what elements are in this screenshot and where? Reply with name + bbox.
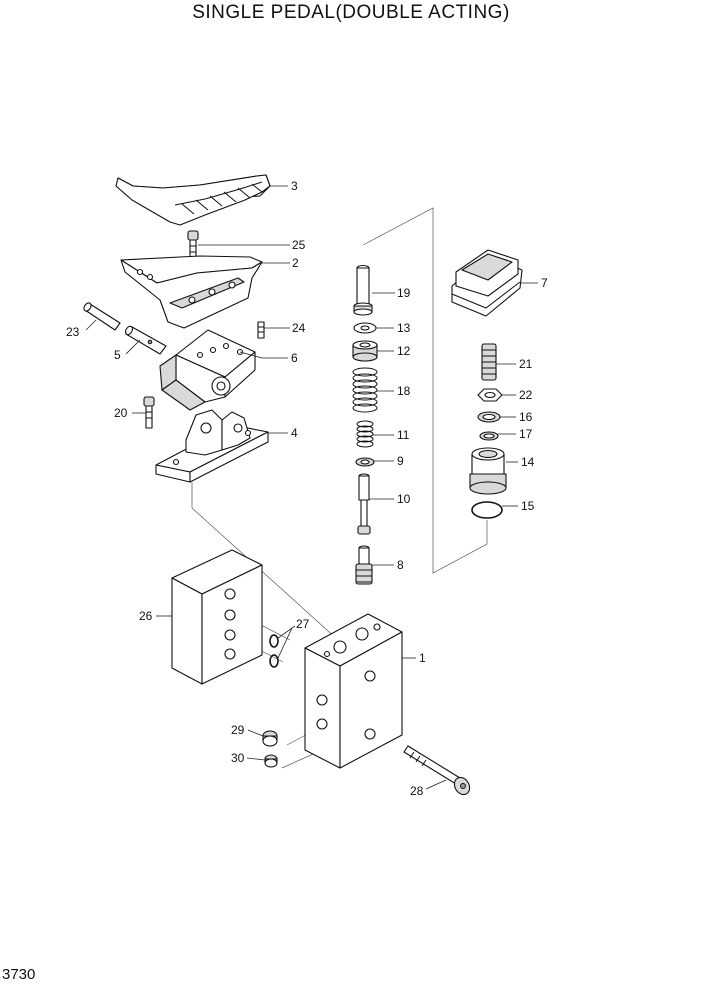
callout-9: 9 xyxy=(397,454,404,468)
callout-28: 28 xyxy=(410,784,424,798)
part-1-valve-body xyxy=(304,613,403,769)
part-27-o-rings xyxy=(269,634,279,668)
part-28-long-bolt xyxy=(403,745,471,796)
part-21-stud xyxy=(481,343,497,381)
callout-22: 22 xyxy=(519,388,533,402)
callout-19: 19 xyxy=(397,286,411,300)
diagram-title: SINGLE PEDAL(DOUBLE ACTING) xyxy=(192,2,510,23)
callout-29: 29 xyxy=(231,723,245,737)
leader-lines xyxy=(85,185,538,790)
callout-25: 25 xyxy=(292,238,306,252)
callout-15: 15 xyxy=(521,499,535,513)
callout-24: 24 xyxy=(292,321,306,335)
part-14-bushing xyxy=(469,447,507,495)
part-2-pedal xyxy=(120,255,263,329)
callout-6: 6 xyxy=(291,351,298,365)
part-22-nut xyxy=(477,388,503,402)
part-23-pin xyxy=(83,302,121,331)
part-4-base-bracket xyxy=(155,409,269,483)
part-19-plunger xyxy=(353,264,373,316)
callout-23: 23 xyxy=(66,325,80,339)
part-18-spring xyxy=(352,367,378,413)
callout-21: 21 xyxy=(519,357,533,371)
part-7-boot xyxy=(451,249,523,317)
part-24-set-screw xyxy=(257,321,265,339)
callout-7: 7 xyxy=(541,276,548,290)
callout-20: 20 xyxy=(114,406,128,420)
part-9-washer xyxy=(355,457,375,467)
callout-5: 5 xyxy=(114,348,121,362)
callout-2: 2 xyxy=(292,256,299,270)
part-13-washer xyxy=(353,322,377,334)
part-5-pin xyxy=(125,325,167,355)
callout-16: 16 xyxy=(519,410,533,424)
callout-14: 14 xyxy=(521,455,535,469)
callout-4: 4 xyxy=(291,426,298,440)
callout-27: 27 xyxy=(296,617,310,631)
part-17-washer xyxy=(479,431,499,441)
page-number: 3730 xyxy=(2,966,36,983)
callout-1: 1 xyxy=(419,651,426,665)
part-11-spring xyxy=(356,420,374,448)
callout-11: 11 xyxy=(397,428,410,442)
callout-8: 8 xyxy=(397,558,404,572)
part-30-plug xyxy=(264,754,278,768)
part-3-pedal-pad xyxy=(115,174,271,226)
callout-labels: 3 25 2 24 6 4 23 5 20 19 13 12 18 11 9 1… xyxy=(66,179,548,798)
part-12-collar xyxy=(352,340,378,362)
part-20-bolt xyxy=(143,396,155,429)
callout-30: 30 xyxy=(231,751,245,765)
part-16-washer xyxy=(477,411,501,423)
callout-17: 17 xyxy=(519,427,533,441)
callout-3: 3 xyxy=(291,179,298,193)
part-29-plug xyxy=(262,730,278,747)
part-26-adapter-block xyxy=(171,549,263,685)
part-15-o-ring xyxy=(471,501,503,519)
part-6-bracket xyxy=(159,329,256,411)
part-10-spool xyxy=(357,473,371,535)
callout-13: 13 xyxy=(397,321,411,335)
callout-26: 26 xyxy=(139,609,153,623)
part-8-plug xyxy=(355,545,373,585)
callout-18: 18 xyxy=(397,384,411,398)
callout-12: 12 xyxy=(397,344,411,358)
callout-10: 10 xyxy=(397,492,411,506)
